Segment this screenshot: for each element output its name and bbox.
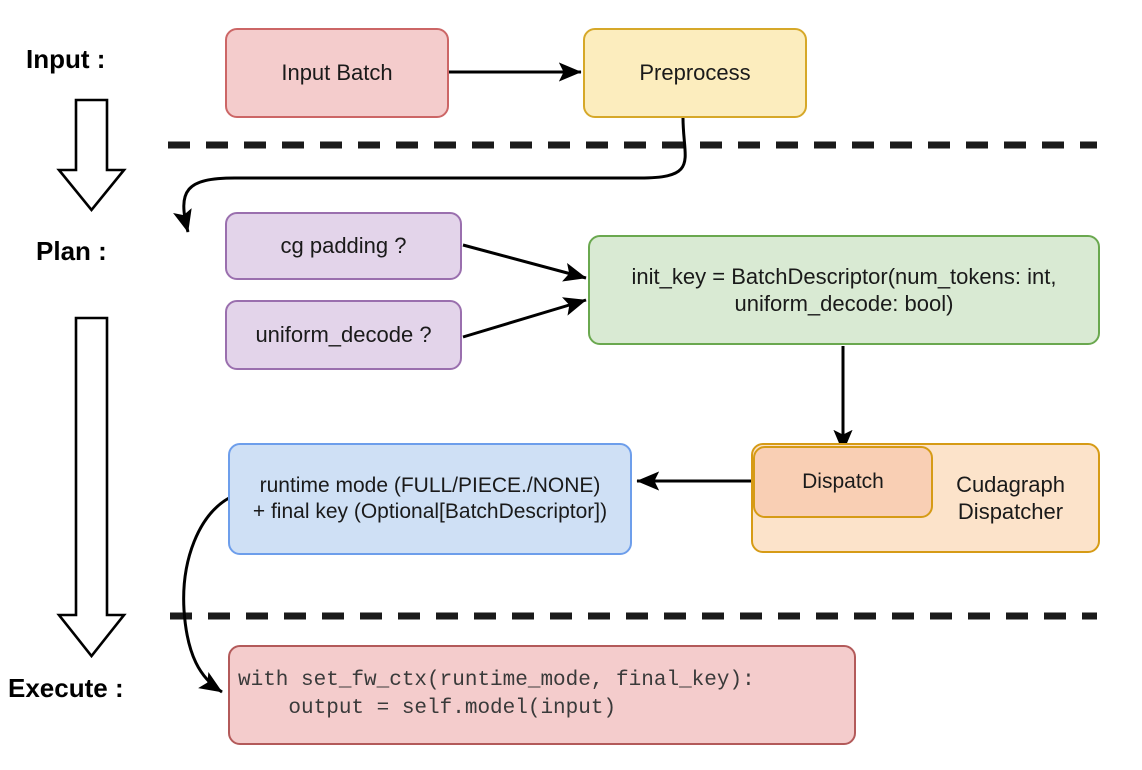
node-init-key[interactable]: init_key = BatchDescriptor(num_tokens: i… [588, 235, 1100, 345]
stage-label-plan: Plan : [36, 236, 107, 266]
node-init-key-label-line2: uniform_decode: bool) [734, 291, 954, 316]
stage-arrow-input-to-plan [56, 98, 127, 213]
stage-label-input: Input : [26, 44, 106, 74]
node-cudagraph-dispatcher-label-line2: Dispatcher [957, 499, 1064, 524]
node-cg-padding[interactable]: cg padding ? [225, 212, 462, 280]
node-cudagraph-dispatcher-label-line1: Cudagraph [956, 471, 1065, 497]
node-runtime-mode-label-line2: + final key (Optional[BatchDescriptor]) [252, 500, 608, 523]
node-uniform-decode[interactable]: uniform_decode ? [225, 300, 462, 370]
node-execute-code-line2: output = self.model(input) [238, 697, 617, 720]
connector-uniform-decode-to-init-key [462, 297, 587, 339]
node-preprocess[interactable]: Preprocess [583, 28, 807, 118]
node-input-batch-label: Input Batch [281, 60, 393, 86]
node-uniform-decode-label: uniform_decode ? [255, 322, 432, 348]
node-execute-code-line1: with set_fw_ctx(runtime_mode, final_key)… [238, 668, 755, 692]
node-cg-padding-label: cg padding ? [280, 233, 407, 259]
stage-label-execute: Execute : [8, 673, 124, 703]
stage-arrow-plan-to-execute [56, 316, 127, 659]
node-preprocess-label: Preprocess [639, 60, 751, 86]
node-execute-code[interactable]: with set_fw_ctx(runtime_mode, final_key)… [228, 645, 856, 745]
node-runtime-mode-label-line1: runtime mode (FULL/PIECE./NONE) [259, 473, 601, 497]
connector-runtime-mode-to-execute-code [182, 496, 230, 694]
node-dispatch-label: Dispatch [802, 469, 884, 493]
node-input-batch[interactable]: Input Batch [225, 28, 449, 118]
node-runtime-mode[interactable]: runtime mode (FULL/PIECE./NONE) + final … [228, 443, 632, 555]
connector-cg-padding-to-init-key [462, 243, 587, 282]
node-init-key-label-line1: init_key = BatchDescriptor(num_tokens: i… [631, 263, 1057, 289]
node-dispatch[interactable]: Dispatch [753, 446, 933, 518]
